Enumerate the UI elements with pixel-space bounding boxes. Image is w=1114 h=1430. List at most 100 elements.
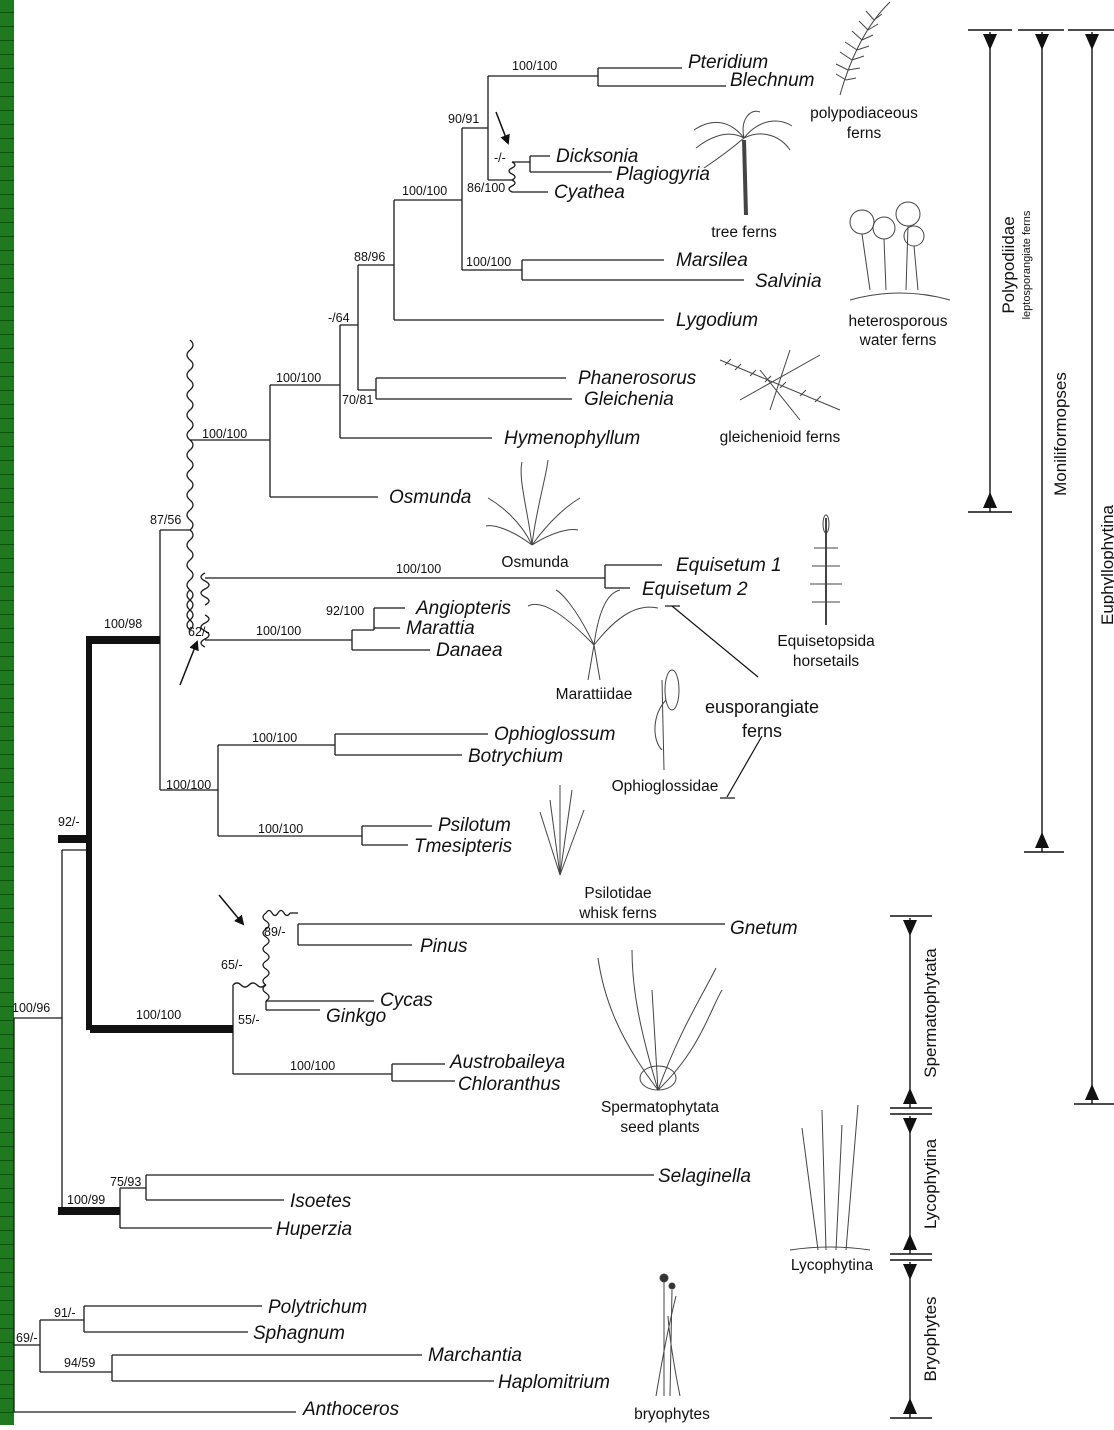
psilotum-illustration bbox=[540, 785, 584, 875]
support-value: 69/- bbox=[16, 1331, 38, 1345]
taxon-label: Salvinia bbox=[755, 271, 822, 292]
taxon-label: Haplomitrium bbox=[498, 1372, 610, 1393]
rank-labels: Polypodiidae leptosporangiate ferns Moni… bbox=[921, 210, 1114, 1381]
connector bbox=[727, 736, 762, 797]
thick-branch bbox=[58, 1207, 120, 1215]
support-values: 100/100 90/91 -/- 86/100 100/100 100/100… bbox=[12, 59, 557, 1370]
caption-tree-ferns: tree ferns bbox=[711, 224, 777, 241]
caption-equisetopsida-line1: Equisetopsida bbox=[777, 633, 875, 650]
wavy-branch bbox=[187, 340, 193, 530]
caption-spermatophytata-line1: Spermatophytata bbox=[601, 1099, 719, 1116]
rank-euphyllophytina: Euphyllophytina bbox=[1098, 504, 1114, 625]
taxon-label: Osmunda bbox=[389, 487, 471, 508]
thick-branches bbox=[58, 636, 233, 1215]
taxon-label: Anthoceros bbox=[302, 1399, 400, 1420]
thick-branch bbox=[90, 1025, 233, 1033]
taxon-label: Isoetes bbox=[290, 1191, 352, 1212]
support-value: 92/100 bbox=[326, 604, 364, 618]
ophioglossum-illustration bbox=[655, 670, 679, 770]
wavy-branch bbox=[509, 162, 515, 180]
rank-bryophytes: Bryophytes bbox=[921, 1296, 940, 1381]
support-value: 62/- bbox=[188, 625, 210, 639]
marattia-illustration bbox=[528, 590, 658, 680]
taxon-labels: Pteridium Blechnum Dicksonia Plagiogyria… bbox=[253, 52, 822, 1420]
caption-spermatophytata-line2: seed plants bbox=[620, 1119, 700, 1136]
support-value: 86/100 bbox=[467, 181, 505, 195]
caption-polypodiaceous-line2: ferns bbox=[847, 125, 882, 142]
captions: polypodiaceous ferns tree ferns heterosp… bbox=[501, 105, 947, 1423]
support-value: 100/100 bbox=[290, 1059, 335, 1073]
lycophyte-illustration bbox=[790, 1105, 870, 1250]
support-value: 100/100 bbox=[166, 778, 211, 792]
support-value: -/64 bbox=[328, 311, 350, 325]
caption-polypodiaceous-line1: polypodiaceous bbox=[810, 105, 918, 122]
taxon-label: Cyathea bbox=[554, 182, 625, 203]
tree-branches bbox=[14, 68, 744, 1412]
wavy-branch bbox=[266, 911, 290, 916]
taxon-label: Austrobaileya bbox=[449, 1052, 565, 1073]
polypodiaceous-fern-illustration bbox=[836, 2, 890, 95]
support-value: 100/100 bbox=[136, 1008, 181, 1022]
support-value: 100/98 bbox=[104, 617, 142, 631]
taxon-label: Danaea bbox=[436, 640, 503, 661]
thick-branch bbox=[58, 835, 88, 843]
arrow bbox=[496, 112, 508, 143]
taxon-label: Plagiogyria bbox=[616, 164, 710, 185]
caption-equisetopsida-line2: horsetails bbox=[793, 653, 860, 670]
taxon-label: Botrychium bbox=[468, 746, 563, 767]
caption-marattiidae: Marattiidae bbox=[556, 686, 633, 703]
support-value: 65/- bbox=[221, 958, 243, 972]
taxon-label: Sphagnum bbox=[253, 1323, 345, 1344]
taxon-label: Equisetum 2 bbox=[642, 579, 748, 600]
support-value: 100/100 bbox=[202, 427, 247, 441]
taxon-label: Lygodium bbox=[676, 310, 758, 331]
wavy-branch bbox=[509, 180, 515, 192]
taxon-label: Huperzia bbox=[276, 1219, 352, 1240]
thick-branch bbox=[88, 636, 160, 644]
support-value: 100/100 bbox=[512, 59, 557, 73]
taxon-label: Ophioglossum bbox=[494, 724, 615, 745]
taxon-label: Psilotum bbox=[438, 815, 511, 836]
bryophyte-illustration bbox=[656, 1274, 680, 1396]
osmunda-illustration bbox=[486, 460, 580, 545]
support-value: -/- bbox=[494, 151, 506, 165]
support-value: 100/100 bbox=[256, 624, 301, 638]
rank-spermatophytata: Spermatophytata bbox=[921, 948, 940, 1078]
arrows bbox=[180, 112, 508, 924]
support-value: 91/- bbox=[54, 1306, 76, 1320]
gleichenioid-fern-illustration bbox=[720, 350, 840, 420]
taxon-label: Chloranthus bbox=[458, 1074, 561, 1095]
caption-eusporangiate-line2: ferns bbox=[742, 721, 782, 741]
thick-branch bbox=[86, 636, 92, 1030]
support-value: 100/100 bbox=[276, 371, 321, 385]
branch bbox=[233, 983, 265, 987]
taxon-label: Equisetum 1 bbox=[676, 555, 782, 576]
caption-heterosporous-line2: water ferns bbox=[859, 332, 937, 349]
taxon-label: Hymenophyllum bbox=[504, 428, 640, 449]
taxon-label: Gleichenia bbox=[584, 389, 674, 410]
support-value: 100/99 bbox=[67, 1193, 105, 1207]
taxon-label: Selaginella bbox=[658, 1166, 751, 1187]
taxon-label: Marattia bbox=[406, 618, 475, 639]
taxon-label: Marchantia bbox=[428, 1345, 522, 1366]
caption-psilotidae-line1: Psilotidae bbox=[584, 885, 651, 902]
taxon-label: Pinus bbox=[420, 936, 468, 957]
support-value: 100/100 bbox=[402, 184, 447, 198]
wavy-branch bbox=[187, 530, 193, 630]
caption-ophioglossidae: Ophioglossidae bbox=[612, 778, 719, 795]
caption-osmunda: Osmunda bbox=[501, 554, 569, 571]
rank-lycophytina: Lycophytina bbox=[921, 1138, 940, 1229]
taxon-label: Ginkgo bbox=[326, 1006, 386, 1027]
wavy-branch bbox=[263, 985, 269, 1001]
caption-heterosporous-line1: heterosporous bbox=[848, 313, 947, 330]
rank-polypodiidae-subtitle: leptosporangiate ferns bbox=[1021, 210, 1033, 319]
support-value: 88/96 bbox=[354, 250, 385, 264]
support-value: 100/100 bbox=[258, 822, 303, 836]
support-value: 92/- bbox=[58, 815, 80, 829]
taxon-label: Gnetum bbox=[730, 918, 798, 939]
wavy-branch bbox=[187, 590, 193, 630]
taxon-label: Tmesipteris bbox=[414, 836, 513, 857]
support-value: 94/59 bbox=[64, 1356, 95, 1370]
